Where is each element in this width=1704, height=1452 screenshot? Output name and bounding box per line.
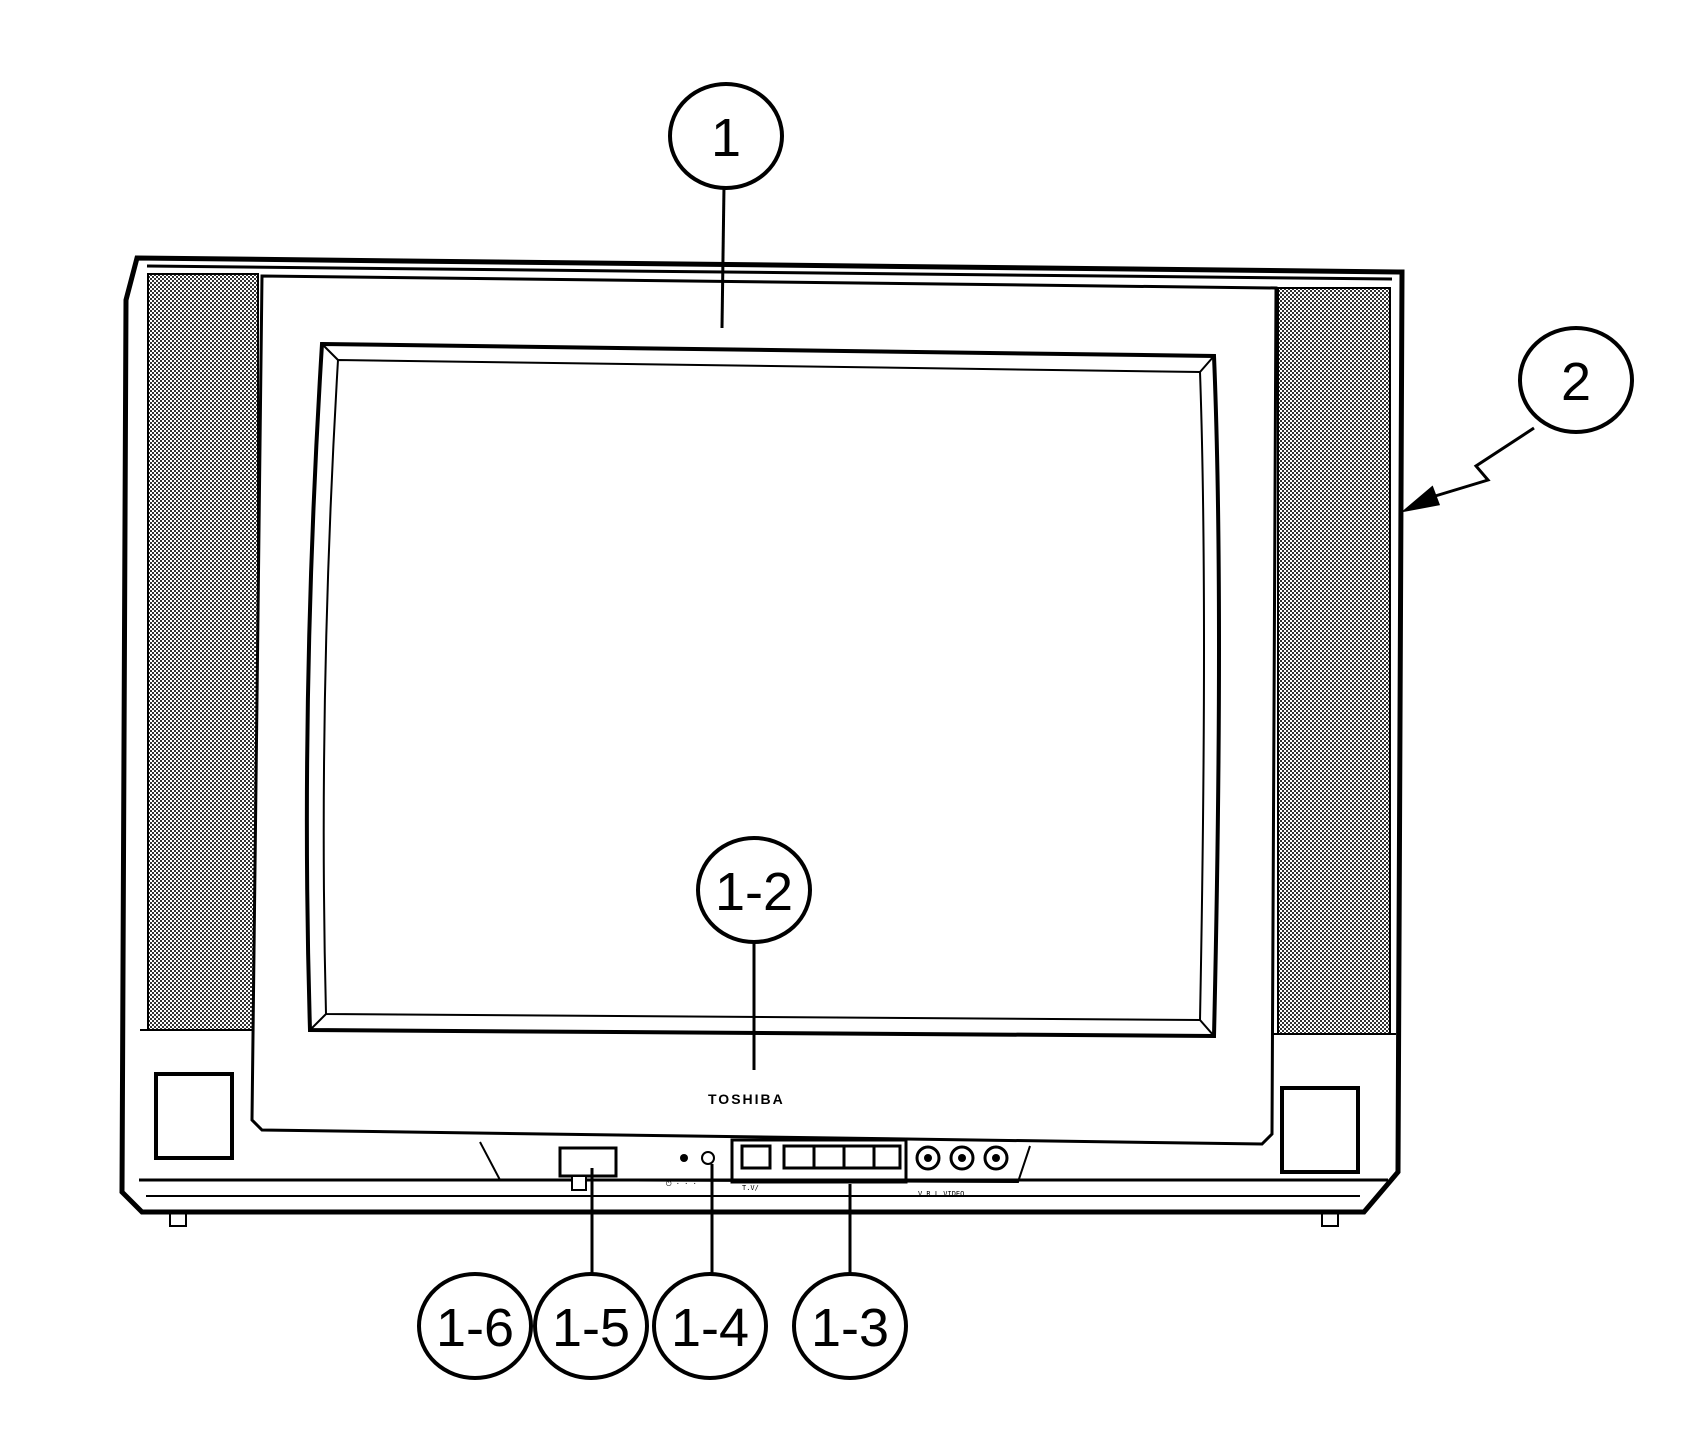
callout-1-label: 1	[711, 108, 741, 168]
left-lower-panel	[154, 1072, 234, 1160]
button-cluster-frame	[730, 1138, 908, 1184]
callout-1-5-label: 1-5	[552, 1298, 630, 1358]
callout-2-label: 2	[1561, 352, 1591, 412]
callout-1-2: 1-2	[696, 836, 812, 944]
callout-1: 1	[668, 82, 784, 190]
right-speaker-grille	[1277, 287, 1391, 1035]
power-switch	[558, 1146, 618, 1178]
power-indicator	[680, 1154, 688, 1162]
callout-1-3-label: 1-3	[811, 1298, 889, 1358]
callout-1-6-label: 1-6	[436, 1298, 514, 1358]
control-button-2	[812, 1144, 846, 1170]
control-button-1	[782, 1144, 816, 1170]
control-panel: ⏻ · · · T.V/ V R L VIDEO	[479, 1138, 1031, 1198]
callout-1-3: 1-3	[792, 1272, 908, 1380]
leader-lines	[590, 185, 1535, 1276]
remote-sensor	[701, 1151, 715, 1165]
callout-1-5: 1-5	[533, 1272, 649, 1380]
callout-1-4-label: 1-4	[671, 1298, 749, 1358]
av-label: V R L VIDEO	[918, 1190, 964, 1198]
callout-2: 2	[1518, 326, 1634, 434]
right-lower-panel	[1280, 1086, 1360, 1174]
tv-label: T.V/	[742, 1184, 759, 1192]
tv-video-button	[740, 1144, 772, 1170]
left-speaker-grille	[147, 273, 259, 1031]
power-label: ⏻ · · ·	[666, 1180, 697, 1188]
crt-screen	[304, 341, 1221, 1039]
callout-1-2-label: 1-2	[715, 862, 793, 922]
control-button-4	[872, 1144, 902, 1170]
brand-logo: TOSHIBA	[708, 1091, 785, 1107]
callout-1-4: 1-4	[652, 1272, 768, 1380]
control-button-3	[842, 1144, 876, 1170]
callout-1-6: 1-6	[417, 1272, 533, 1380]
